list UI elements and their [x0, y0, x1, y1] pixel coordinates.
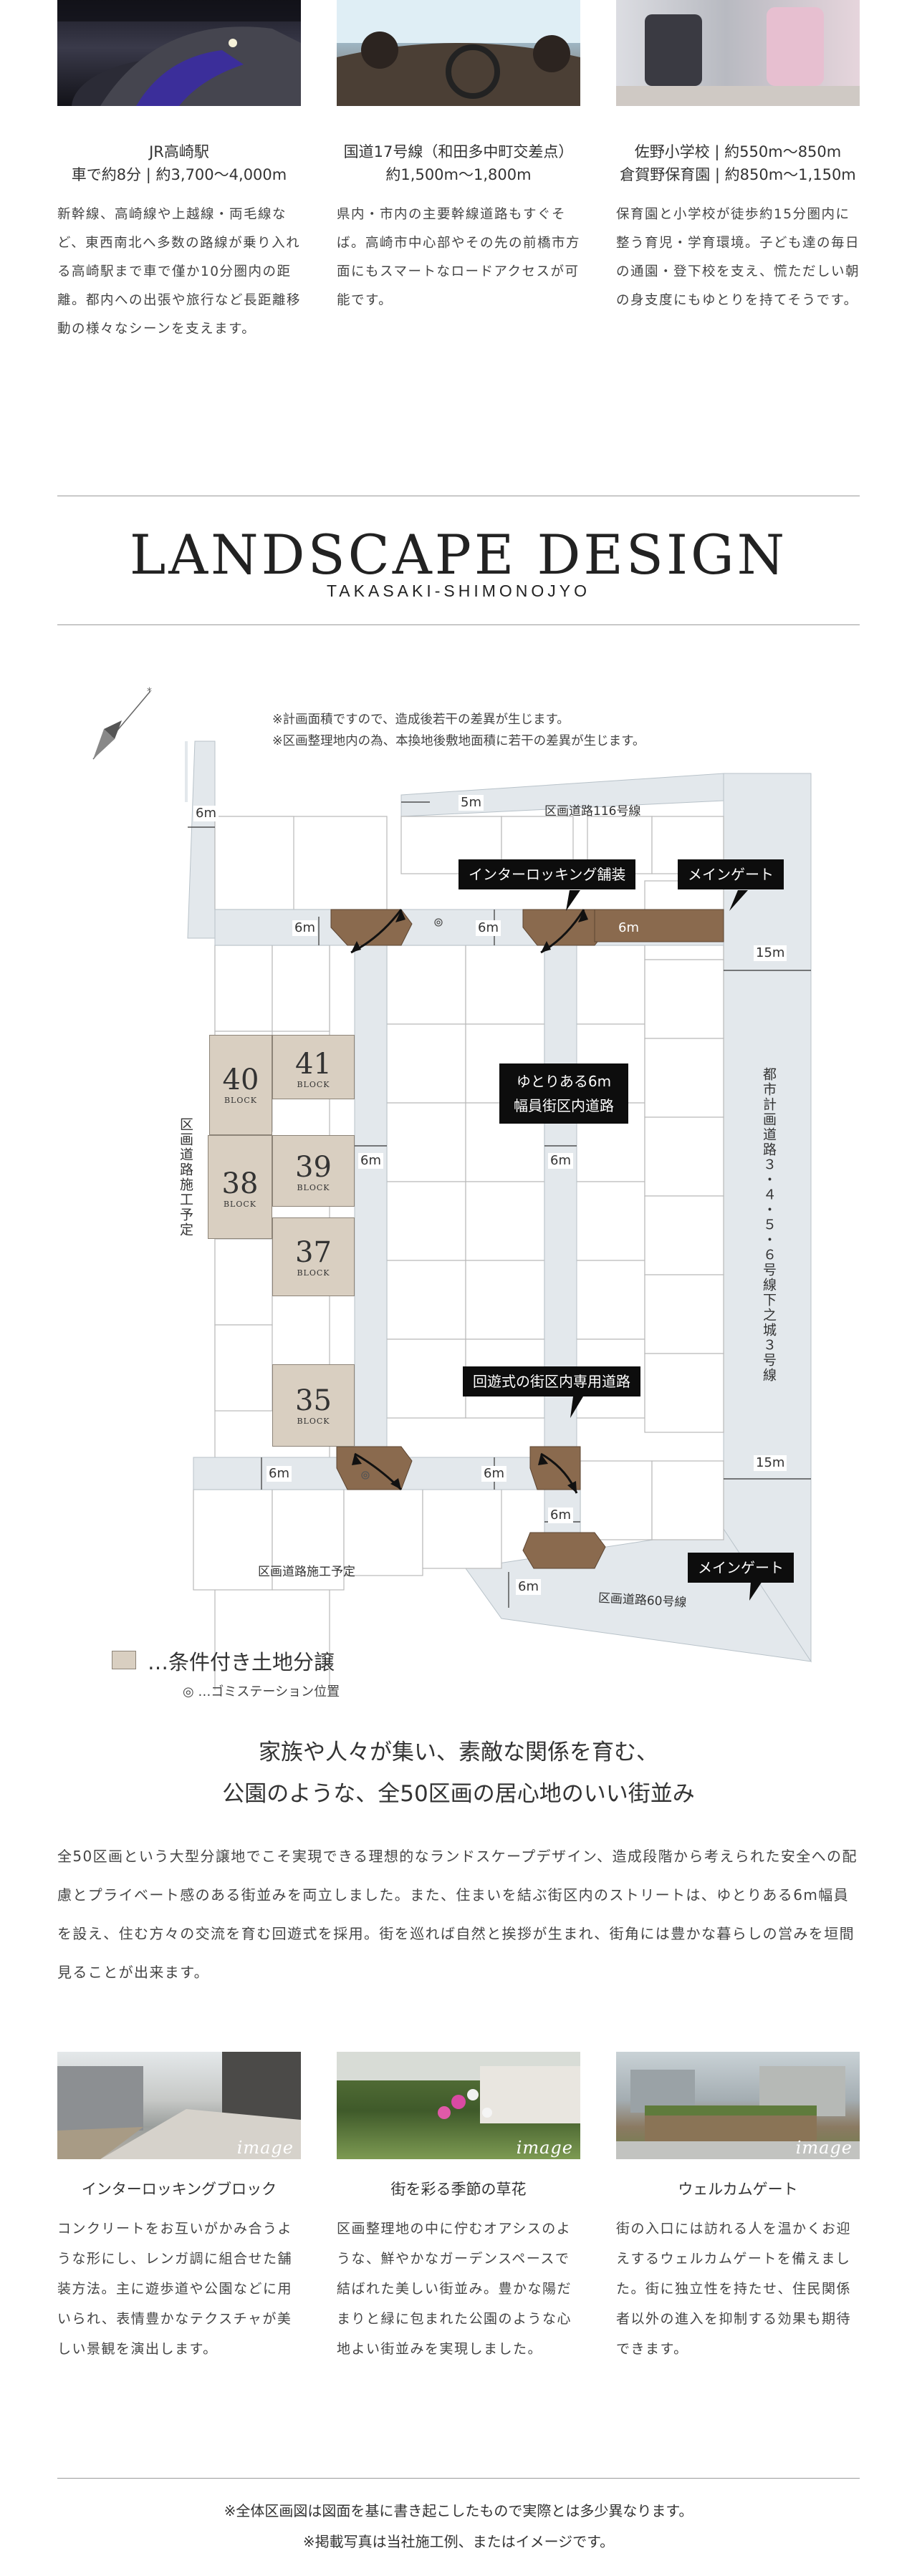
access-title: JR高崎駅車で約8分 | 約3,700〜4,000m	[71, 143, 287, 183]
feature-card-welcome-gate: image ウェルカムゲート 街の入口には訪れる人を温かくお迎えするウェルカムゲ…	[616, 2052, 860, 2364]
map-note: ※区画整理地内の為、本換地後敷地面積に若干の差異が生じます。	[272, 734, 645, 748]
gate-photo: image	[616, 2052, 860, 2159]
callout-loop-road: 回遊式の街区内専用道路	[463, 1366, 640, 1396]
flower-illustration	[337, 2052, 580, 2123]
school-kids-photo	[616, 0, 860, 106]
footer-note: ※全体区画図は図面を基に書き起こしたもので実際とは多少異なります。	[224, 2502, 693, 2519]
site-plan-drawing: *	[92, 686, 812, 1690]
paving-photo: image	[57, 2052, 301, 2159]
width-label: 6m	[481, 1466, 506, 1482]
feature-title: 街を彩る季節の草花	[390, 2181, 527, 2198]
access-item-route17: 国道17号線（和田多中町交差点）約1,500m〜1,800m 県内・市内の主要幹…	[337, 0, 580, 315]
road-label-116: 区画道路116号線	[544, 804, 641, 819]
width-label: 6m	[292, 920, 317, 936]
footer-note: ※掲載写真は当社施工例、またはイメージです。	[302, 2533, 615, 2550]
width-label: 5m	[458, 795, 484, 811]
width-label: 15m	[754, 1455, 787, 1471]
gate-illustration	[616, 2066, 860, 2159]
garden-photo: image	[337, 2052, 580, 2159]
image-caption: image	[795, 2138, 853, 2158]
car-illustration	[337, 0, 580, 106]
legend-swatch	[112, 1651, 136, 1669]
image-caption: image	[516, 2138, 573, 2158]
divider	[57, 624, 860, 625]
kids-illustration	[616, 7, 860, 106]
feature-title: インターロッキングブロック	[81, 2181, 277, 2198]
access-item-station: JR高崎駅車で約8分 | 約3,700〜4,000m 新幹線、高崎線や上越線・両…	[57, 0, 301, 344]
road-label-city-road: 都市計画道路３・４・５・６号線下之城３号線	[761, 1067, 777, 1383]
feature-title: ウェルカムゲート	[678, 2181, 798, 2198]
north-arrow-icon: *	[92, 686, 152, 760]
width-label: 6m	[548, 1508, 573, 1523]
section-headline: 家族や人々が集い、素敵な関係を育む、公園のような、全50区画の居心地のいい街並み	[222, 1740, 695, 1807]
width-label: 15m	[754, 945, 787, 961]
access-body: 県内・市内の主要幹線道路もすぐそば。高崎市中心部やその先の前橋市方面にもスマート…	[337, 207, 581, 308]
legend-garbage-station: ◎ …ゴミステーション位置	[183, 1684, 340, 1699]
image-caption: image	[236, 2138, 294, 2158]
divider	[57, 2478, 860, 2479]
callout-main-gate-top: メインゲート	[678, 859, 784, 889]
feature-body: コンクリートをお互いがかみ合うような形にし、レンガ調に組合せた舗装方法。主に遊歩…	[57, 2221, 293, 2357]
feature-body: 区画整理地の中に佇むオアシスのような、鮮やかなガーデンスペースで結ばれた美しい街…	[337, 2221, 572, 2357]
feature-card-interlocking: image インターロッキングブロック コンクリートをお互いがかみ合うような形に…	[57, 2052, 301, 2364]
width-label: 6m	[358, 1153, 383, 1169]
road-label-planned-bottom: 区画道路施工予定	[258, 1565, 355, 1579]
access-body: 新幹線、高崎線や上越線・両毛線など、東西南北へ多数の路線が乗り入れる高崎駅まで車…	[57, 207, 302, 337]
landscape-subtitle: TAKASAKI-SHIMONOJYO	[326, 582, 591, 600]
callout-main-gate-bottom: メインゲート	[688, 1553, 794, 1583]
car-photo	[337, 0, 580, 106]
map-note: ※計画面積ですので、造成後若干の差異が生じます。	[272, 713, 570, 727]
legend-conditional-lot: …条件付き土地分譲	[148, 1650, 335, 1674]
garbage-station-icon	[361, 918, 443, 1480]
width-label: 6m	[618, 920, 639, 935]
feature-card-flowers: image 街を彩る季節の草花 区画整理地の中に佇むオアシスのような、鮮やかなガ…	[337, 2052, 580, 2364]
access-body: 保育園と小学校が徒歩約15分圏内に整う育児・学育環境。子ども達の毎日の通園・登下…	[616, 207, 860, 308]
width-label: 6m	[516, 1579, 541, 1595]
intro-paragraph: 全50区画という大型分譲地でこそ実現できる理想的なランドスケープデザイン、造成段…	[57, 1848, 858, 1981]
callout-interlocking: インターロッキング舗装	[458, 859, 636, 889]
width-label: 6m	[548, 1153, 573, 1169]
train-photo	[57, 0, 301, 106]
paving-illustration	[57, 2052, 301, 2159]
feature-body: 街の入口には訪れる人を温かくお迎えするウェルカムゲートを備えました。街に独立性を…	[616, 2221, 852, 2357]
width-label: 6m	[193, 806, 219, 821]
width-label: 6m	[267, 1466, 292, 1482]
width-label: 6m	[476, 920, 501, 936]
site-map: *	[0, 673, 917, 1690]
access-title: 国道17号線（和田多中町交差点）約1,500m〜1,800m	[343, 143, 574, 183]
svg-text:*: *	[147, 686, 152, 698]
landscape-title: LANDSCAPE DESIGN	[129, 523, 788, 587]
road-label-planned-left: 区画道路施工予定	[178, 1117, 193, 1238]
train-illustration	[57, 0, 301, 106]
